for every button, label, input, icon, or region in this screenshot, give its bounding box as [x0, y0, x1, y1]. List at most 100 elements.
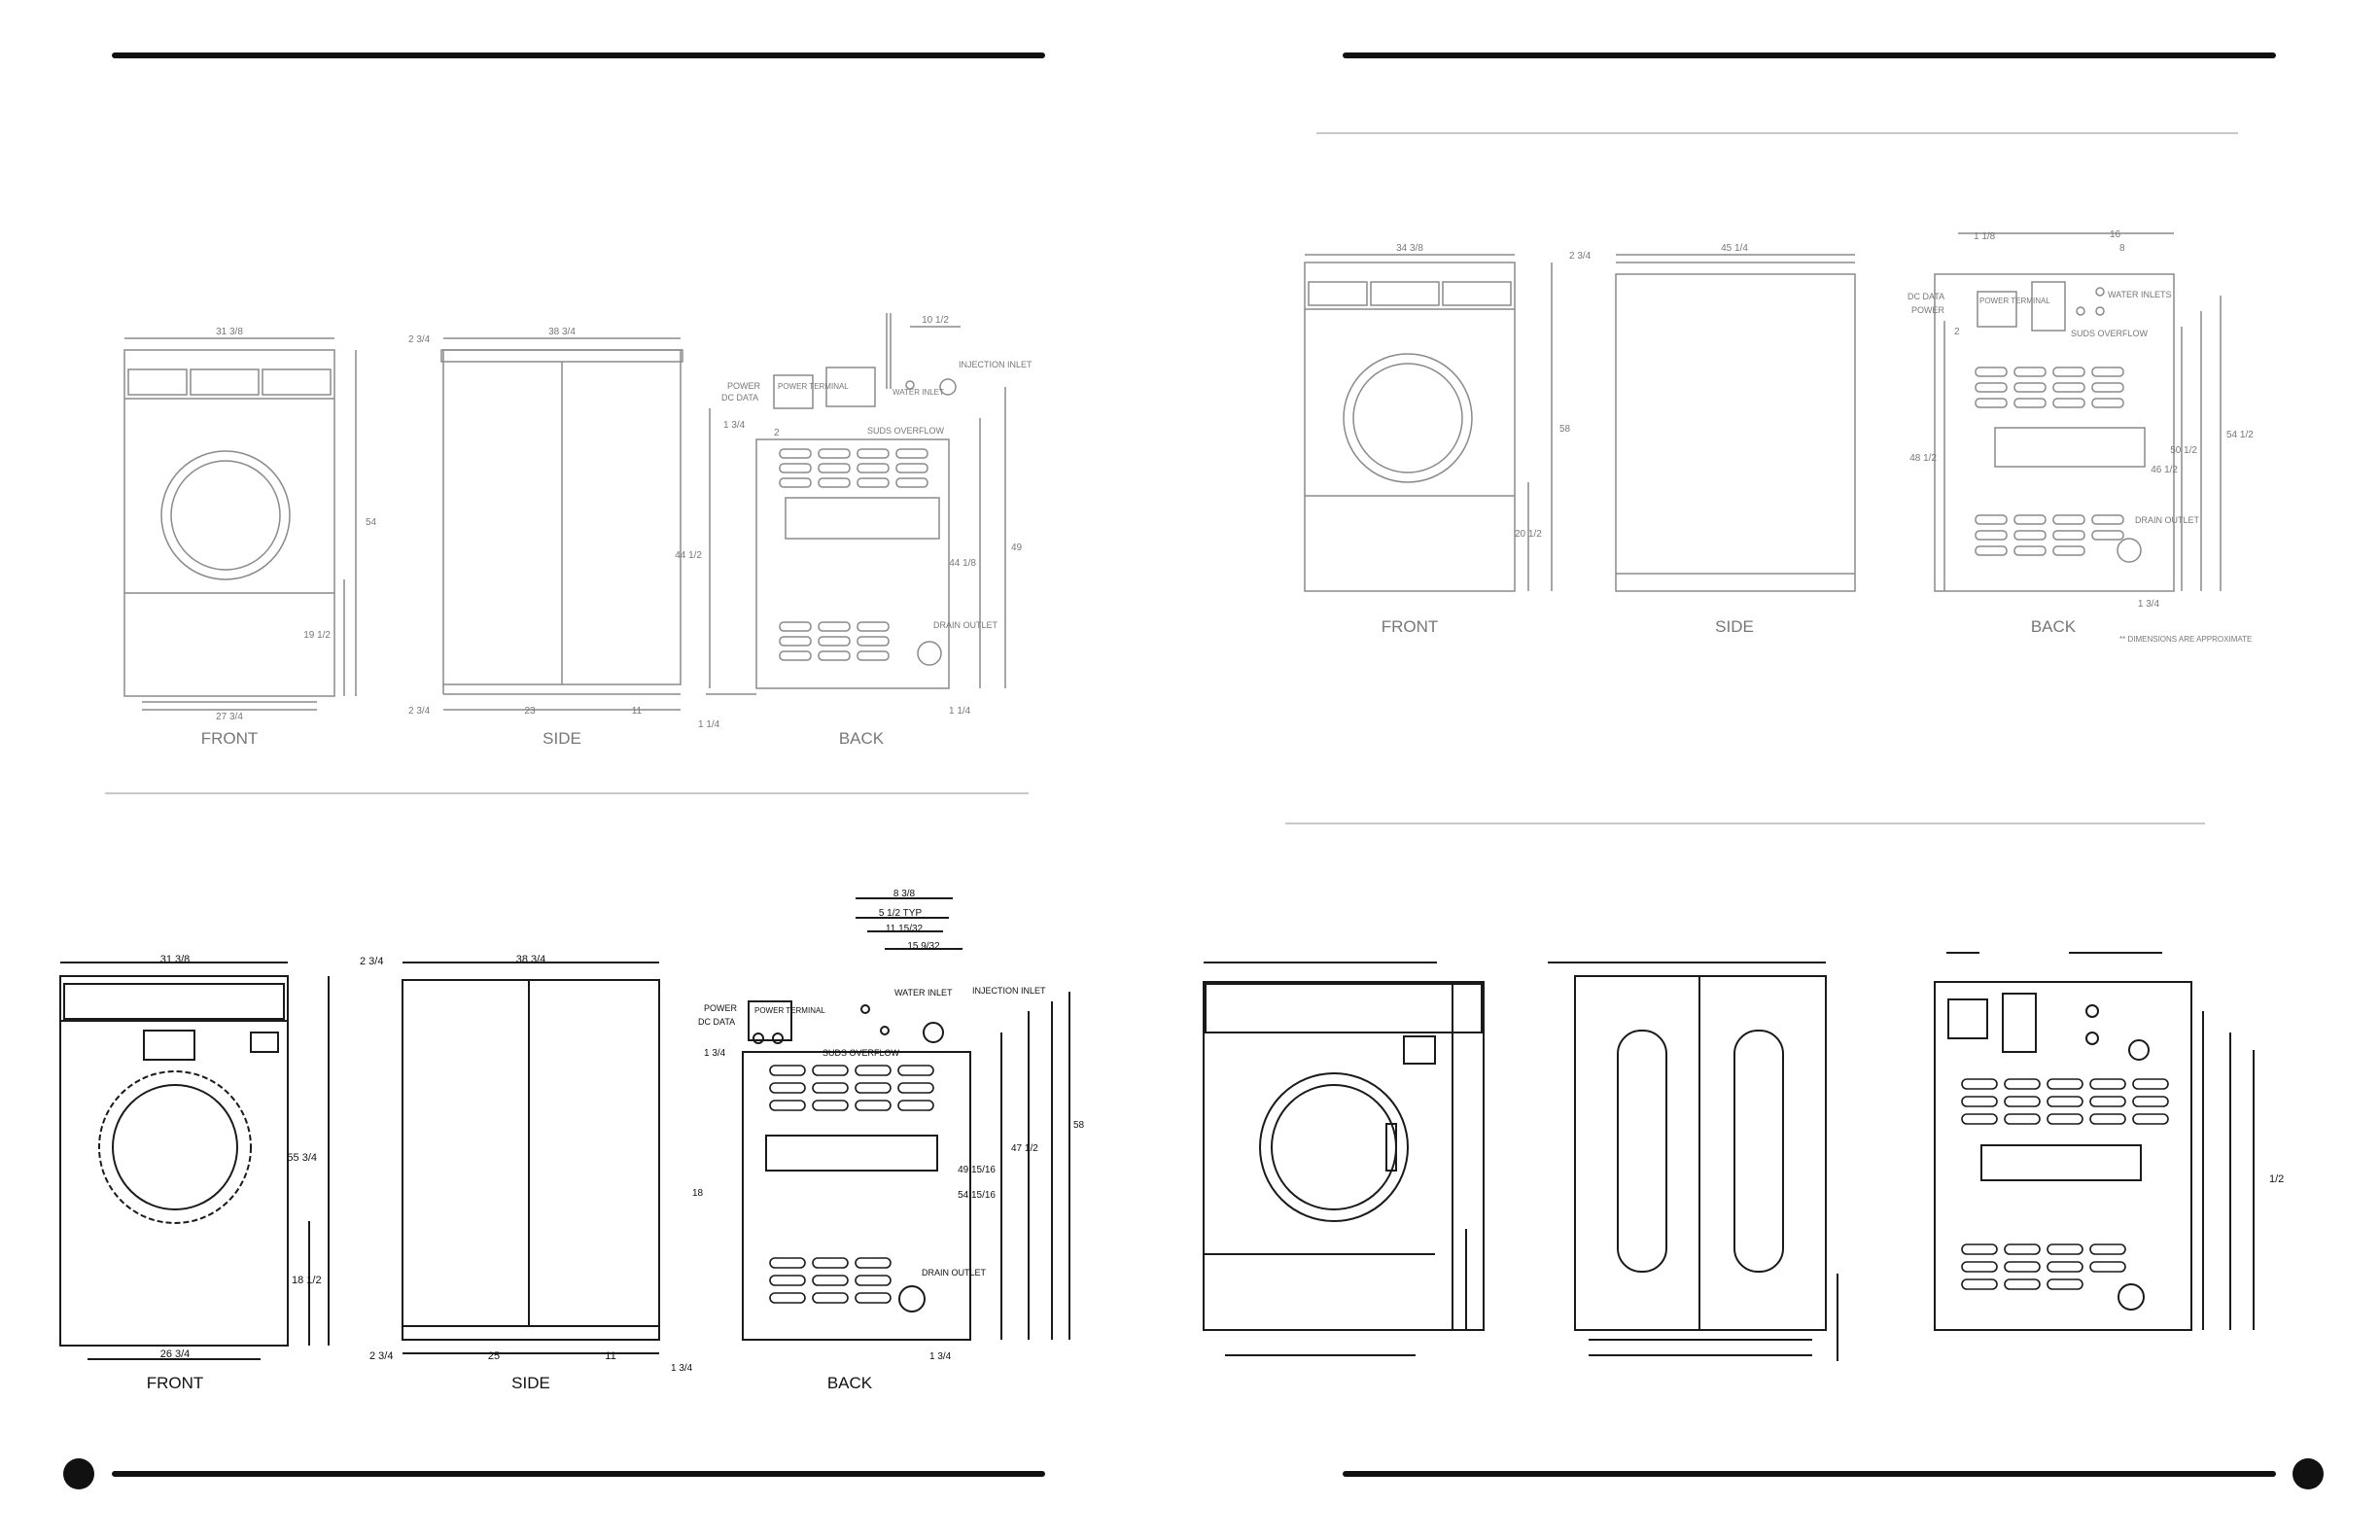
- back-h3-label: 50 1/2: [2170, 445, 2197, 456]
- injection-inlet-port: [2128, 1039, 2150, 1061]
- control-display: [1308, 281, 1368, 306]
- suds-overflow-callout: SUDS OVERFLOW: [867, 426, 945, 436]
- back-base-right-label: 1 1/4: [949, 706, 971, 717]
- panel-b: 34 3/8 58 20 1/2 FRONT 2 3/4 45 1/4 SIDE: [1304, 229, 2254, 644]
- side-window: [1617, 1030, 1667, 1273]
- drain-outlet-port: [917, 641, 942, 666]
- front-width-label: 31 3/8: [160, 954, 191, 965]
- side-view-label: SIDE: [511, 1374, 550, 1392]
- back-left-small-label: 1 3/4: [723, 420, 746, 431]
- door-outer: [160, 450, 291, 580]
- panel-c-back-view: [742, 897, 1070, 1341]
- dc-data-callout: DC DATA: [698, 1017, 735, 1027]
- back-h2-label: 46 1/2: [2151, 465, 2178, 475]
- power-callout: POWER: [1911, 305, 1945, 315]
- injection-inlet-port: [923, 1022, 944, 1043]
- page-bullet-right: [2292, 1458, 2324, 1489]
- control-display: [1442, 281, 1512, 306]
- door-glass: [170, 460, 281, 571]
- drain-outlet-port: [2118, 1283, 2145, 1311]
- control-display: [262, 368, 332, 396]
- door-outer: [98, 1070, 252, 1224]
- injection-inlet-port: [939, 378, 957, 396]
- door-glass: [112, 1084, 238, 1210]
- door-outer: [1343, 353, 1473, 483]
- side-top: [440, 349, 683, 363]
- back-t1-label: 8 3/8: [893, 889, 916, 899]
- back-base-right-label: 1 3/4: [929, 1351, 952, 1362]
- side-offset-label: 2 3/4: [1569, 251, 1592, 262]
- side-depth-label: 45 1/4: [1721, 243, 1748, 254]
- control-display: [127, 368, 188, 396]
- front-base-label: 27 3/4: [216, 712, 243, 722]
- power-terminal-callout: POWER TERMINAL: [754, 1006, 825, 1015]
- side-base-a-label: 25: [488, 1350, 500, 1362]
- door-outer: [1259, 1072, 1409, 1222]
- power-callout: POWER: [704, 1003, 738, 1013]
- control-display: [1370, 281, 1440, 306]
- label-plate: [250, 1032, 279, 1053]
- front-cabinet: [1304, 262, 1516, 592]
- injection-inlet-callout: INJECTION INLET: [959, 360, 1032, 369]
- back-left-small-label: 1 3/4: [704, 1048, 726, 1059]
- door-handle: [1385, 1123, 1397, 1172]
- back-top3-label: 8: [2119, 243, 2125, 254]
- back-t2-label: 5 1/2 TYP: [879, 908, 923, 919]
- side-view-label: SIDE: [1715, 617, 1754, 636]
- side-cabinet: [1615, 273, 1856, 592]
- back-top-label: 10 1/2: [922, 315, 949, 326]
- back-cabinet: [755, 438, 950, 689]
- back-top1-label: 1 1/8: [1974, 231, 1996, 242]
- front-base-label: 26 3/4: [160, 1348, 191, 1360]
- water-inlet-port: [2076, 306, 2085, 316]
- control-display: [190, 368, 260, 396]
- front-height-label: 55 3/4: [287, 1152, 317, 1164]
- water-inlet-port: [2085, 1004, 2099, 1018]
- panel-d-back-view: [1934, 952, 2255, 1331]
- power-terminal-box: [773, 374, 814, 409]
- front-view-label: FRONT: [147, 1374, 204, 1392]
- panel-d-front-view: [1203, 962, 1485, 1356]
- back-vent-grid: [1975, 367, 2124, 556]
- panel-a: 31 3/8 54 19 1/2 27 3/4 FRONT 2 3/4 38 3…: [123, 313, 1032, 748]
- dc-data-callout: DC DATA: [721, 393, 758, 402]
- panel-b-side-view: [1615, 254, 1856, 592]
- panel-a-side-view: [440, 337, 683, 711]
- dc-data-port: [772, 1032, 784, 1044]
- panel-a-back-view: [706, 313, 1006, 695]
- drain-outlet-callout: DRAIN OUTLET: [2135, 515, 2200, 525]
- front-lower-label: 19 1/2: [303, 630, 331, 641]
- back-view-label: BACK: [839, 729, 885, 748]
- back-small-label: 2: [774, 428, 780, 438]
- panel-b-front-view: [1304, 254, 1553, 592]
- front-height-label: 54: [366, 517, 377, 528]
- front-cabinet: [123, 349, 335, 697]
- label-plate: [1403, 1035, 1436, 1065]
- back-base-left-label: 1 3/4: [671, 1363, 693, 1374]
- back-cabinet: [1934, 273, 2175, 592]
- back-vent-grid: [769, 1065, 934, 1304]
- side-base-left-label: 2 3/4: [369, 1350, 393, 1362]
- front-width-label: 34 3/8: [1396, 243, 1423, 254]
- side-depth-label: 38 3/4: [516, 954, 546, 965]
- back-h2-label: 44 1/8: [949, 558, 976, 569]
- water-inlet-port: [905, 380, 915, 390]
- door-top-box: [143, 1030, 195, 1061]
- control-panel: [1205, 983, 1483, 1033]
- panel-c-side-view: [402, 962, 660, 1354]
- back-h4-label: 54 1/2: [2226, 430, 2254, 440]
- side-base: [402, 1325, 660, 1341]
- suds-overflow-callout: SUDS OVERFLOW: [2071, 329, 2149, 338]
- power-callout: POWER: [727, 381, 761, 391]
- side-offset-label: 2 3/4: [360, 956, 383, 967]
- back-t3-label: 11 15/32: [886, 924, 924, 934]
- back-h1-label: 47 1/2: [1011, 1143, 1038, 1154]
- dc-data-callout: DC DATA: [1908, 292, 1944, 301]
- door-glass: [1271, 1084, 1397, 1210]
- water-inlet-port: [860, 1004, 870, 1014]
- front-view-label: FRONT: [1382, 617, 1439, 636]
- front-height-label: 58: [1559, 424, 1571, 435]
- power-terminal-box: [748, 1000, 792, 1041]
- power-terminal-box: [1977, 291, 2017, 328]
- water-inlet-port: [880, 1026, 890, 1035]
